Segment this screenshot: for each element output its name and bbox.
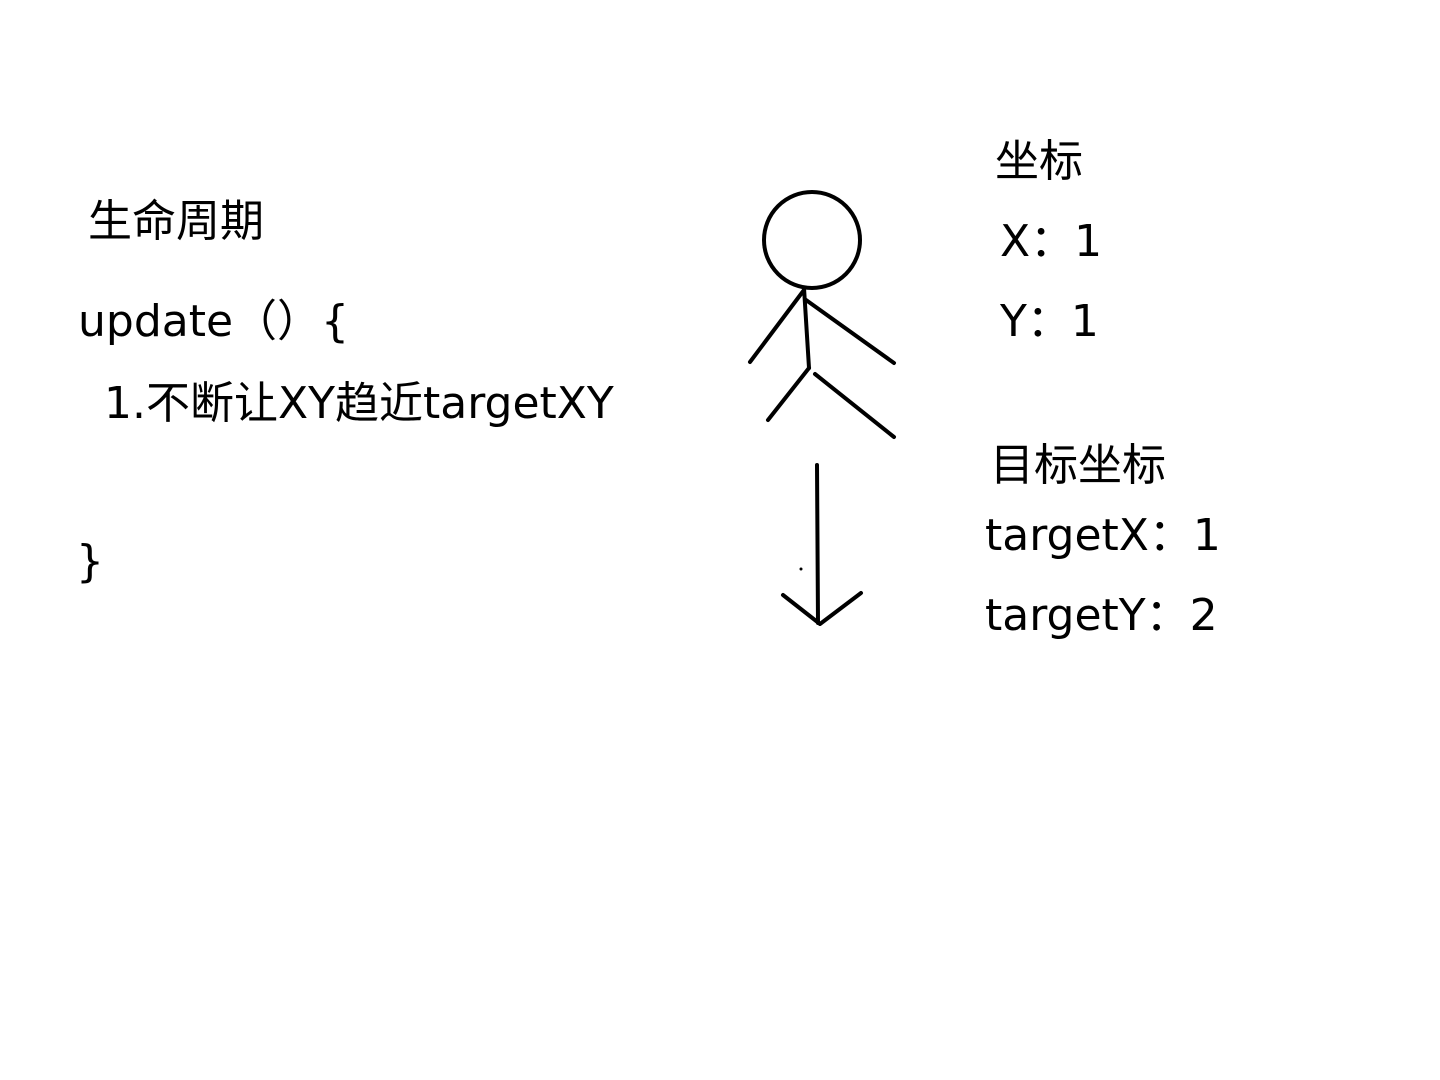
stray-dot xyxy=(799,567,803,571)
update-step: 1.不断让XY趋近targetXY xyxy=(104,378,614,429)
coords-title: 坐标 xyxy=(995,136,1083,187)
update-signature: update（）{ xyxy=(78,296,350,347)
lifecycle-title: 生命周期 xyxy=(88,196,264,247)
coord-x: X：1 xyxy=(1000,216,1103,267)
stick-figure-head xyxy=(762,190,862,290)
target-y: targetY：2 xyxy=(985,590,1218,641)
target-title: 目标坐标 xyxy=(990,440,1166,491)
closing-brace: } xyxy=(76,536,104,587)
stick-figure-left-arm xyxy=(748,288,806,364)
move-down-arrow-shaft xyxy=(815,463,820,625)
target-x: targetX：1 xyxy=(985,510,1221,561)
move-down-arrow-head xyxy=(781,591,863,626)
stick-figure-right-arm xyxy=(804,298,896,365)
stick-figure-right-leg xyxy=(813,372,896,439)
stick-figure-left-leg xyxy=(766,366,811,422)
coord-y: Y：1 xyxy=(1000,296,1099,347)
